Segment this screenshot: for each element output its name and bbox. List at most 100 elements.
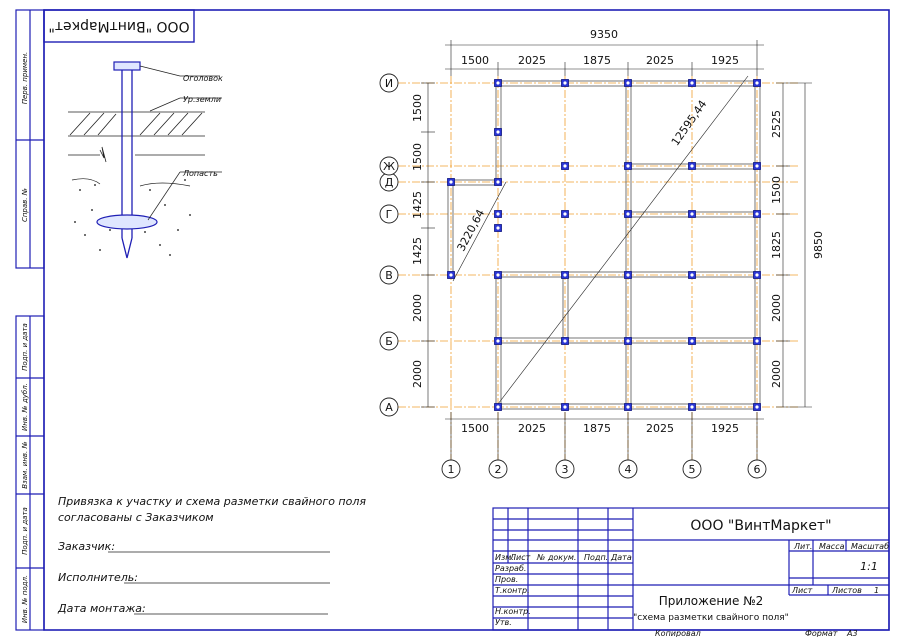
scale-label: Масштаб xyxy=(851,542,889,551)
pile-center xyxy=(690,339,694,343)
row-axis-a: А xyxy=(385,401,393,414)
right-dim-4: 2525 xyxy=(770,110,783,138)
pile-center xyxy=(755,339,759,343)
side-stamp-lower xyxy=(15,315,45,631)
pile-center xyxy=(563,81,567,85)
pile-center xyxy=(563,212,567,216)
left-dim-5: 1500 xyxy=(411,94,424,122)
hdr-date: Дата xyxy=(610,553,632,562)
contractor-label: Исполнитель: xyxy=(58,571,138,584)
role-tcontrol: Т.контр. xyxy=(495,586,530,595)
role-developer: Разраб. xyxy=(495,564,526,573)
pile-center xyxy=(449,273,453,277)
pile-center xyxy=(690,164,694,168)
pile-center xyxy=(496,130,500,134)
agreement-line-1: Привязка к участку и схема разметки свай… xyxy=(58,495,366,508)
pile-center xyxy=(690,81,694,85)
title-line-2: "схема разметки свайного поля" xyxy=(633,613,789,623)
pile-center xyxy=(563,164,567,168)
customer-label: Заказчик: xyxy=(58,540,115,553)
label-blade: Лопасть xyxy=(182,169,218,178)
row-axis-g: Г xyxy=(386,208,393,221)
pile-center xyxy=(755,405,759,409)
left-dim-1: 2000 xyxy=(411,294,424,322)
title-block xyxy=(492,507,890,631)
pile-center xyxy=(449,180,453,184)
top-dim-4: 1925 xyxy=(711,54,739,67)
copied-label: Копировал xyxy=(655,629,701,637)
pile-center xyxy=(563,339,567,343)
format-label: Формат xyxy=(805,629,838,637)
top-dim-2: 1875 xyxy=(583,54,611,67)
top-company-stamp-box xyxy=(43,9,195,43)
row-axis-d: Д xyxy=(385,176,394,189)
pile-center xyxy=(496,180,500,184)
right-dim-3: 1500 xyxy=(770,176,783,204)
install-date-label: Дата монтажа: xyxy=(57,602,146,615)
col-axis-4: 4 xyxy=(625,463,632,476)
row-axis-zh: Ж xyxy=(383,160,395,173)
left-dim-2: 1425 xyxy=(411,237,424,265)
side-stamp-upper xyxy=(15,9,45,269)
pile-center xyxy=(690,212,694,216)
sheet-frame xyxy=(43,9,890,631)
pile-center xyxy=(496,339,500,343)
pile-center xyxy=(755,164,759,168)
left-dim-4: 1500 xyxy=(411,143,424,171)
right-dim-0: 2000 xyxy=(770,360,783,388)
pile-center xyxy=(626,81,630,85)
side-stamp-0: Перв. примен. xyxy=(21,52,29,105)
row-axis-b: Б xyxy=(385,335,393,348)
pile-center xyxy=(690,273,694,277)
bottom-dim-2: 1875 xyxy=(583,422,611,435)
lit-label: Лит. xyxy=(793,542,812,551)
mass-label: Масса xyxy=(819,542,845,551)
row-axis-i: И xyxy=(385,77,393,90)
hdr-izm: Изм. xyxy=(495,553,514,562)
hdr-list: Лист xyxy=(509,553,531,562)
left-dim-3: 1425 xyxy=(411,191,424,219)
role-approved: Утв. xyxy=(495,618,512,627)
side-stamp-5: Подп. и дата xyxy=(21,507,29,555)
pile-center xyxy=(690,405,694,409)
sheets-label: Листов xyxy=(831,586,862,595)
pile-illustration xyxy=(68,61,222,259)
diagonal-long: 12595,44 xyxy=(669,98,710,148)
piles xyxy=(447,79,761,411)
col-axis-6: 6 xyxy=(754,463,761,476)
format-value: А3 xyxy=(846,629,858,637)
sheets-value: 1 xyxy=(874,586,879,595)
pile-center xyxy=(626,273,630,277)
col-axis-1: 1 xyxy=(448,463,455,476)
pile-center xyxy=(563,273,567,277)
sheet-label: Лист xyxy=(791,586,813,595)
top-dim-1: 2025 xyxy=(518,54,546,67)
side-stamp-1: Справ. № xyxy=(21,188,29,222)
pile-center xyxy=(496,226,500,230)
pile-center xyxy=(626,212,630,216)
bottom-dim-1: 2025 xyxy=(518,422,546,435)
col-axis-2: 2 xyxy=(495,463,502,476)
hdr-doc: № докум. xyxy=(536,553,576,562)
right-dim-2: 1825 xyxy=(770,231,783,259)
side-stamp-4: Взам. инв. № xyxy=(21,441,29,489)
pile-center xyxy=(626,164,630,168)
label-ground: Ур.земли xyxy=(183,95,221,104)
role-checker: Пров. xyxy=(495,575,518,584)
role-ncontrol: Н.контр. xyxy=(495,607,531,616)
title-company: ООО "ВинтМаркет" xyxy=(690,518,831,534)
pile-center xyxy=(496,212,500,216)
bottom-dim-3: 2025 xyxy=(646,422,674,435)
row-axis-v: В xyxy=(385,269,393,282)
left-dim-0: 2000 xyxy=(411,360,424,388)
pile-center xyxy=(755,81,759,85)
col-axis-5: 5 xyxy=(689,463,696,476)
title-line-1: Приложение №2 xyxy=(659,594,764,608)
pile-center xyxy=(626,405,630,409)
hdr-sign: Подп. xyxy=(584,553,608,562)
pile-center xyxy=(755,273,759,277)
bottom-dim-4: 1925 xyxy=(711,422,739,435)
side-stamp-2: Подп. и дата xyxy=(21,323,29,371)
